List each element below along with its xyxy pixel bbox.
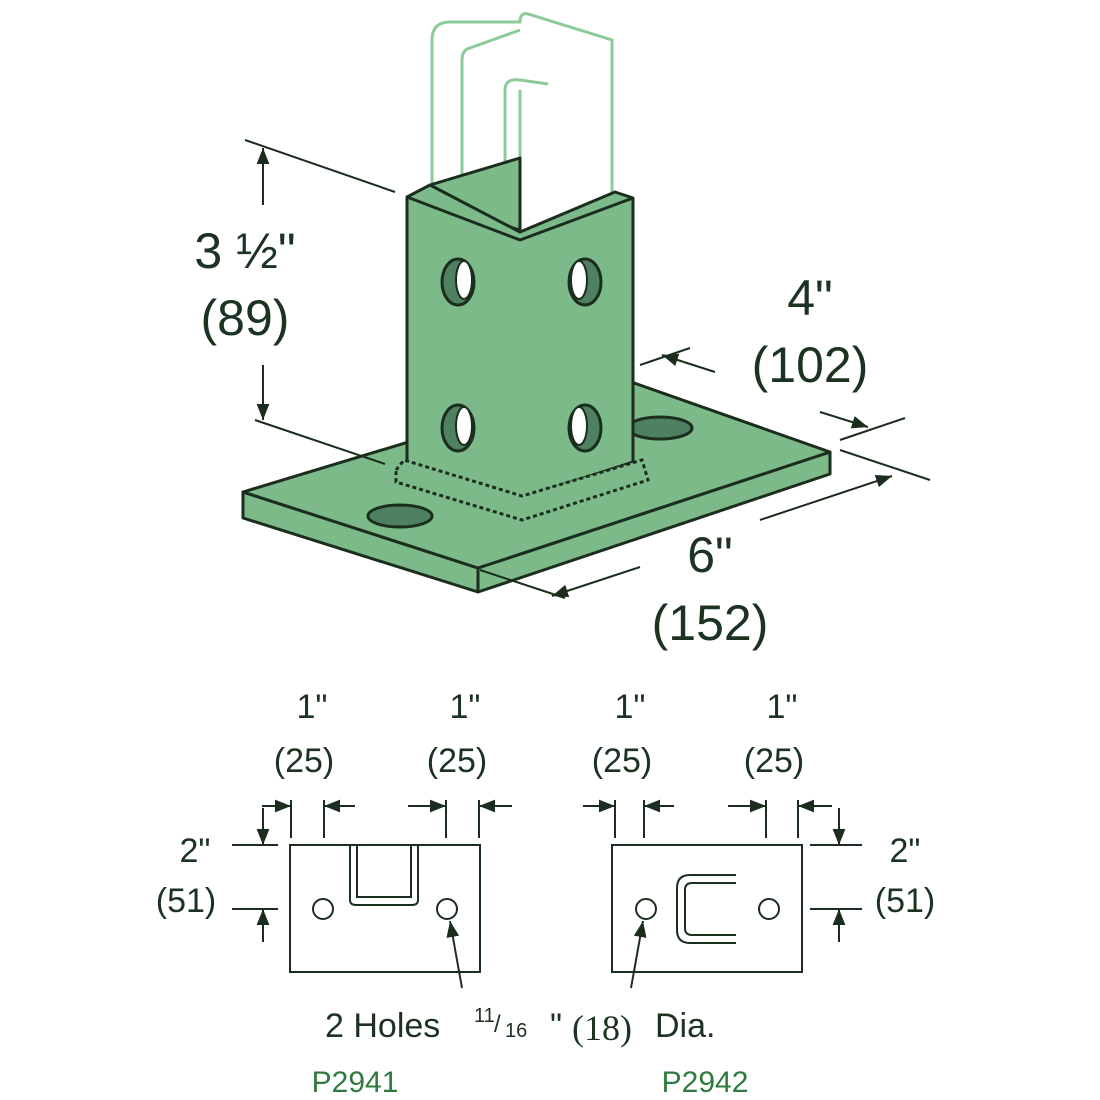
part-number-p2941: P2941 [312,1066,399,1099]
height-mm-label: (89) [201,290,290,346]
part-number-p2942: P2942 [662,1066,749,1099]
iso-post [394,156,650,522]
p2941-dim2-inch: 1" [450,688,481,726]
length-inch-label: 6" [687,527,733,583]
p2941-side-inch: 2" [180,832,211,870]
channel-outline [430,12,614,195]
plan-view-p2941 [232,799,512,989]
mount-hole [436,898,458,920]
hole-note-prefix: 2 Holes [325,1007,440,1045]
hole-note-suffix: Dia. [655,1007,715,1045]
hole-note-inch-mark: " [550,1007,562,1045]
p2942-dim2-mm: (25) [744,742,804,780]
height-inch-label: 3 ½" [194,223,295,279]
length-mm-label: (152) [652,595,769,651]
iso-dimension-lines [244,139,931,599]
p2941-dim2-mm: (25) [427,742,487,780]
plan-view-p2942 [583,799,862,989]
mount-hole [312,898,334,920]
width-inch-label: 4" [787,270,833,326]
p2941-dim1-mm: (25) [274,742,334,780]
p2942-dim1-mm: (25) [592,742,652,780]
p2941-side-mm: (51) [156,882,216,920]
p2942-dim2-inch: 1" [767,688,798,726]
hole-note-fraction-den: 16 [505,1020,527,1042]
mount-hole [758,898,780,920]
width-mm-label: (102) [752,337,869,393]
hole-note-mm: (18) [572,1008,632,1048]
p2942-side-mm: (51) [875,882,935,920]
hole-note-fraction-num: 11 [474,1005,495,1027]
mount-hole [635,898,657,920]
fraction-slash: / [494,1011,501,1038]
plate-hole [366,503,434,529]
p2942-dim1-inch: 1" [615,688,646,726]
weld-bead [394,458,650,522]
p2942-side-inch: 2" [890,832,921,870]
plate-hole [626,415,694,441]
hole-note: 2 Holes 11 / 16 " (18) Dia. [325,1005,715,1048]
p2941-dim1-inch: 1" [297,688,328,726]
